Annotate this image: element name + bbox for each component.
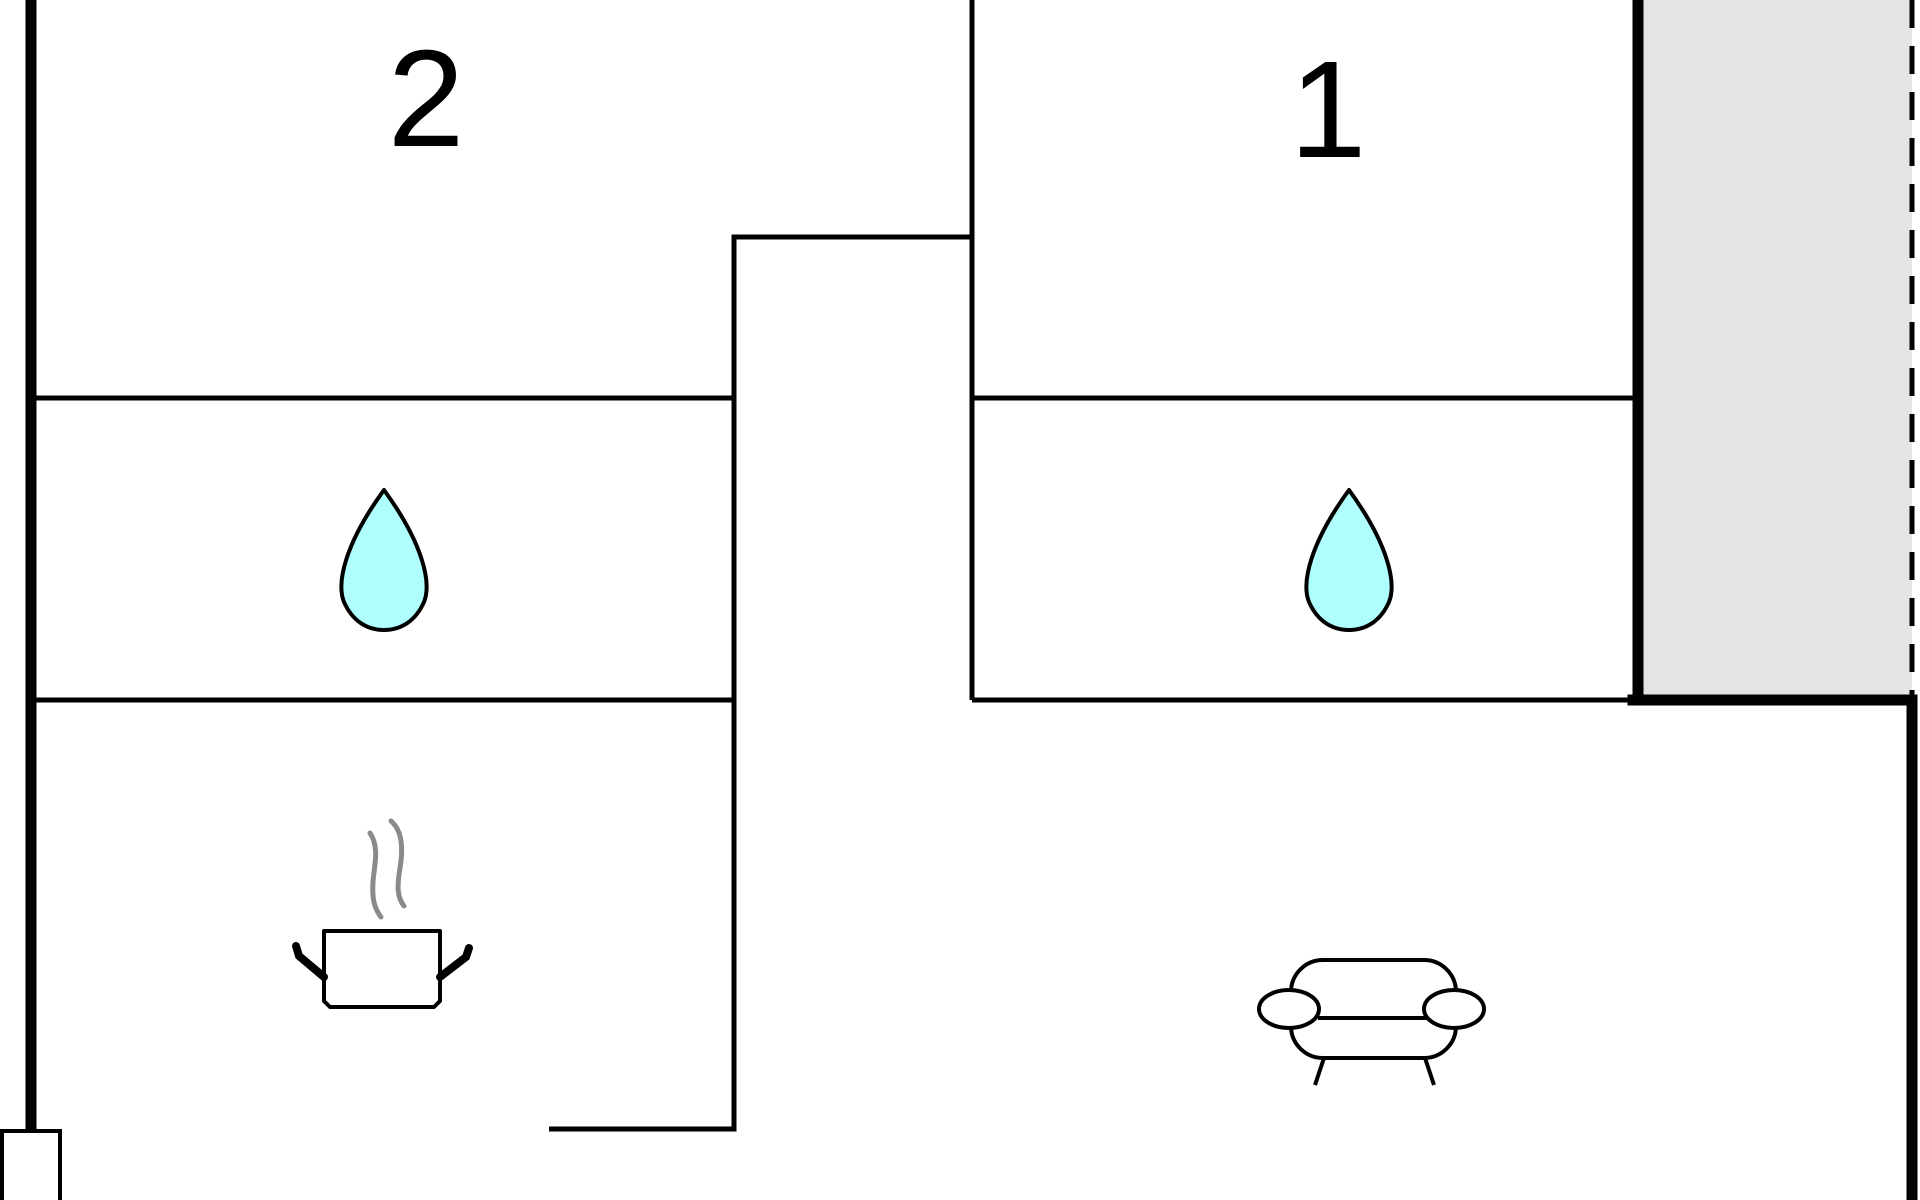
water-drop-icon [1304,488,1394,632]
exterior-walls [25,0,1918,1200]
outdoor-area [1638,0,1912,700]
cooking-pot-icon [292,818,473,1009]
entrance-door [0,1129,62,1200]
water-drop-icon [339,488,429,632]
room-number-2: 2 [388,22,465,176]
sofa-icon [1257,958,1486,1086]
interior-walls [36,0,1633,1132]
room-number-1: 1 [1290,33,1367,187]
